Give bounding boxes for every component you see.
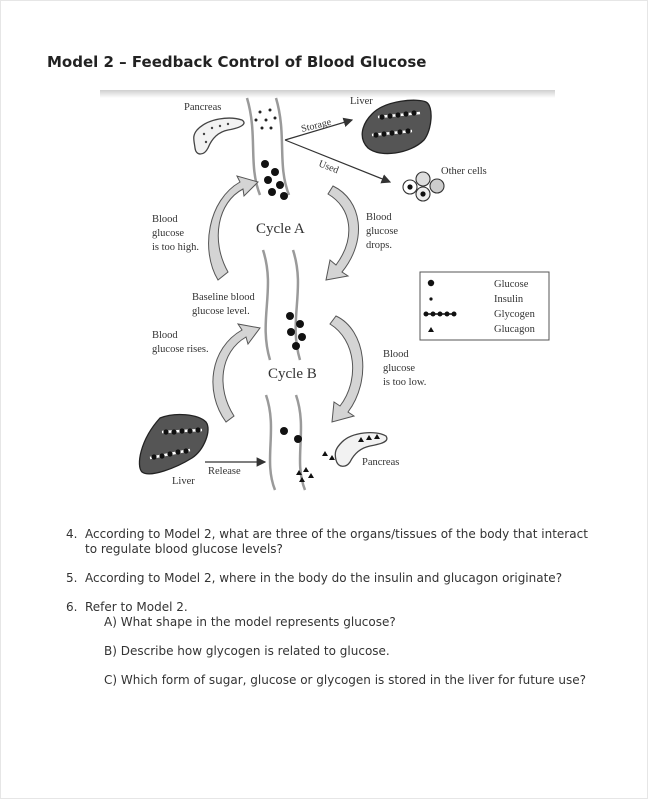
storage-arrow [284,117,354,141]
question-5: 5. According to Model 2, where in the bo… [66,571,606,586]
legend-glucagon: Glucagon [494,324,536,335]
svg-text:Blood: Blood [366,212,392,223]
glucose-molecules-middle [286,312,306,350]
question-6-number: 6. [66,600,78,614]
feedback-diagram-svg: Pancreas Liver Storage Used Other cells [100,90,555,491]
baseline-label: Baseline blood glucose level. [192,292,255,317]
other-cells [402,171,445,202]
svg-text:is too high.: is too high. [152,242,199,253]
blood-glucose-drops-label: Blood glucose drops. [366,212,398,251]
svg-text:is too low.: is too low. [383,377,426,388]
glucose-molecules-cycle-b [280,427,302,443]
question-6a: A) What shape in the model represents gl… [104,615,396,629]
legend-glycogen: Glycogen [494,309,536,320]
question-6: 6. Refer to Model 2. A) What shape in th… [66,600,606,688]
question-4-line-2: to regulate blood glucose levels? [85,542,283,556]
svg-text:Blood: Blood [152,330,178,341]
question-4-line-1: According to Model 2, what are three of … [85,527,588,541]
cycle-b-label: Cycle B [268,366,317,382]
pancreas-bottom-label: Pancreas [362,457,399,468]
question-4-number: 4. [66,527,78,541]
glucagon-legend-icon [428,327,434,332]
cycle-b-left-arrow [212,323,261,423]
question-6c: C) Which form of sugar, glucose or glyco… [104,673,586,687]
cycle-a-right-arrow [325,185,359,281]
question-5-text: According to Model 2, where in the body … [85,571,563,585]
glucagon-triangles-vessel [296,467,314,482]
glycogen-legend-icon [423,311,457,317]
glucose-legend-icon [427,279,435,287]
glucose-dots-top [254,108,277,130]
svg-text:glucose rises.: glucose rises. [152,344,209,355]
question-6-subquestions: A) What shape in the model represents gl… [85,615,606,688]
svg-text:Blood: Blood [152,214,178,225]
release-label: Release [208,466,241,477]
storage-label: Storage [300,117,333,135]
blood-glucose-high-label: Blood glucose is too high. [152,214,199,253]
cycle-a-label: Cycle A [256,221,305,237]
svg-text:glucose: glucose [366,226,398,237]
liver-top-label: Liver [350,96,373,107]
used-arrow [284,139,392,184]
liver-top [361,99,432,155]
svg-text:Blood: Blood [383,349,409,360]
question-6b: B) Describe how glycogen is related to g… [104,644,390,658]
svg-text:glucose: glucose [383,363,415,374]
question-6-text: Refer to Model 2. [85,600,188,614]
legend: Glucose Insulin Glycogen Glucagon [419,271,550,341]
svg-text:glucose: glucose [152,228,184,239]
cycle-b-right-arrow [329,315,364,423]
legend-glucose: Glucose [494,279,529,290]
pancreas-top-label: Pancreas [184,102,221,113]
questions-section: 4. According to Model 2, what are three … [66,527,606,702]
glucose-molecules-cycle-a [261,160,288,200]
svg-text:glucose level.: glucose level. [192,306,250,317]
blood-glucose-rises-label: Blood glucose rises. [152,330,209,355]
feedback-diagram: Pancreas Liver Storage Used Other cells [100,90,555,495]
figure-top-shading [100,90,555,98]
question-4: 4. According to Model 2, what are three … [66,527,606,557]
cycle-a-left-arrow [208,175,259,281]
insulin-legend-icon [429,297,433,301]
page-title: Model 2 – Feedback Control of Blood Gluc… [47,53,427,71]
pancreas-top [193,117,245,155]
other-cells-label: Other cells [441,166,487,177]
blood-glucose-low-label: Blood glucose is too low. [383,349,426,388]
legend-insulin: Insulin [494,294,524,305]
liver-bottom [138,413,209,475]
question-5-number: 5. [66,571,78,585]
liver-bottom-label: Liver [172,476,195,487]
blood-vessel [245,97,307,491]
svg-text:drops.: drops. [366,240,392,251]
pancreas-bottom [322,431,388,467]
svg-text:Baseline blood: Baseline blood [192,292,255,303]
